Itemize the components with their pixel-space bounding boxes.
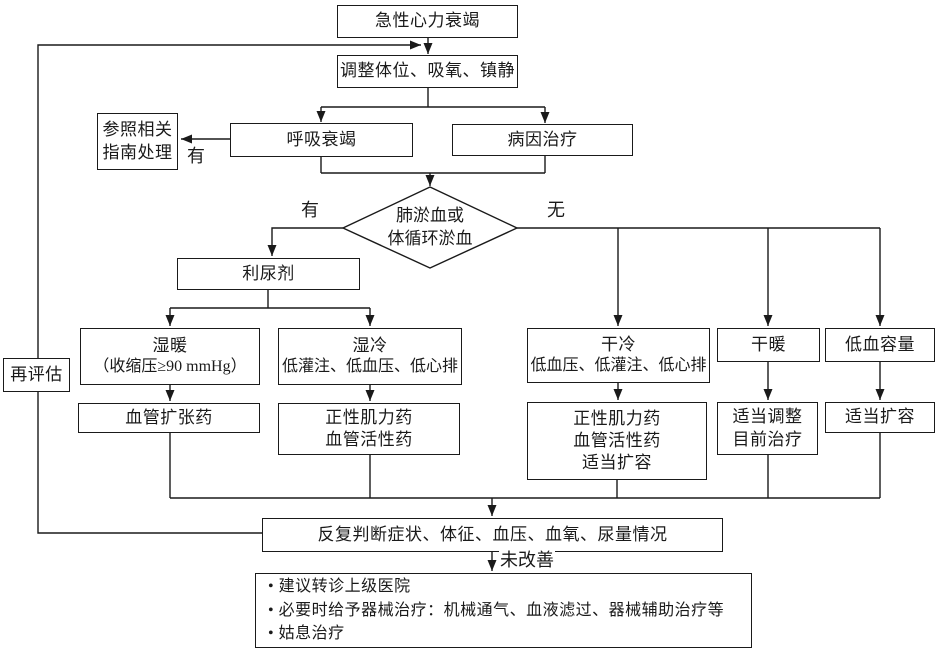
node-subtitle: 低血压、低灌注、低心排 (530, 357, 707, 375)
node-acute-heart-failure: 急性心力衰竭 (337, 5, 518, 38)
node-label: 病因治疗 (507, 129, 578, 149)
node-label: 血管扩张药 (125, 407, 213, 427)
node-wet-cold: 湿冷 低灌注、低血压、低心排 (278, 328, 462, 385)
node-hypovolemia: 低血容量 (825, 328, 935, 362)
decision-label-line1: 肺淤血或 (396, 206, 464, 226)
node-inotrope-vasoactive: 正性肌力药 血管活性药 (278, 403, 460, 455)
node-respiratory-failure: 呼吸衰竭 (230, 123, 413, 157)
decision-diamond (341, 186, 519, 269)
edge-label-congestion-yes: 有 (300, 200, 320, 220)
edge-label-congestion-no: 无 (546, 200, 566, 220)
node-label: 反复判断症状、体征、血压、血氧、尿量情况 (317, 524, 668, 544)
node-subtitle: 低灌注、低血压、低心排 (281, 358, 458, 376)
edge-label-respiratory-yes: 有 (186, 146, 206, 166)
node-diuretic: 利尿剂 (177, 258, 360, 290)
node-label-line2: 指南处理 (102, 142, 173, 162)
edge-label-not-improved: 未改善 (499, 550, 555, 570)
node-dry-cold: 干冷 低血压、低灌注、低心排 (527, 328, 710, 383)
node-volume-expansion: 适当扩容 (825, 402, 935, 433)
node-label: 急性心力衰竭 (375, 11, 480, 31)
node-label-line1: 正性肌力药 (573, 408, 661, 428)
node-label: 低血容量 (845, 334, 915, 354)
node-label: 利尿剂 (242, 263, 295, 283)
node-label: 适当扩容 (845, 407, 915, 427)
node-refer-to-guidelines: 参照相关 指南处理 (97, 113, 178, 170)
escalation-bullet-device-therapy: 必要时给予器械治疗：机械通气、血液滤过、器械辅助治疗等 (268, 599, 724, 623)
node-label: 呼吸衰竭 (286, 129, 357, 149)
node-label-line2: 血管活性药 (325, 430, 413, 449)
node-title: 干冷 (601, 335, 636, 355)
node-reassess: 再评估 (3, 358, 70, 392)
node-label-line2: 目前治疗 (732, 429, 803, 449)
node-dry-warm: 干暖 (717, 328, 820, 362)
node-label: 调整体位、吸氧、镇静 (340, 61, 515, 81)
node-wet-warm: 湿暖 （收缩压≥90 mmHg） (80, 328, 260, 385)
node-label-line1: 正性肌力药 (325, 407, 413, 427)
node-subtitle: （收缩压≥90 mmHg） (93, 358, 247, 376)
node-label: 再评估 (10, 364, 63, 384)
node-title: 湿暖 (152, 336, 188, 356)
node-label-line3: 适当扩容 (582, 453, 652, 473)
node-adjust-current-treatment: 适当调整 目前治疗 (717, 402, 818, 455)
node-etiological-treatment: 病因治疗 (452, 124, 633, 156)
escalation-bullet-palliative: 姑息治疗 (268, 622, 345, 646)
reassess-feedback-line (37, 40, 421, 534)
node-escalation-options: 建议转诊上级医院 必要时给予器械治疗：机械通气、血液滤过、器械辅助治疗等 姑息治… (255, 573, 752, 648)
node-label-line1: 适当调整 (732, 407, 803, 427)
node-label-line2: 血管活性药 (573, 430, 661, 450)
node-adjust-position-oxygen-sedation: 调整体位、吸氧、镇静 (337, 55, 518, 88)
escalation-bullet-referral: 建议转诊上级医院 (268, 575, 411, 599)
node-monitor-status: 反复判断症状、体征、血压、血氧、尿量情况 (262, 518, 723, 552)
node-title: 湿冷 (352, 336, 388, 356)
node-label-line1: 参照相关 (102, 120, 173, 140)
node-label: 干暖 (751, 334, 786, 354)
decision-label-line2: 体循环淤血 (387, 228, 473, 248)
decision-congestion-label: 肺淤血或 体循环淤血 (343, 192, 517, 263)
node-vasodilator: 血管扩张药 (78, 403, 260, 433)
node-inotrope-vasoactive-volume: 正性肌力药 血管活性药 适当扩容 (527, 402, 707, 480)
